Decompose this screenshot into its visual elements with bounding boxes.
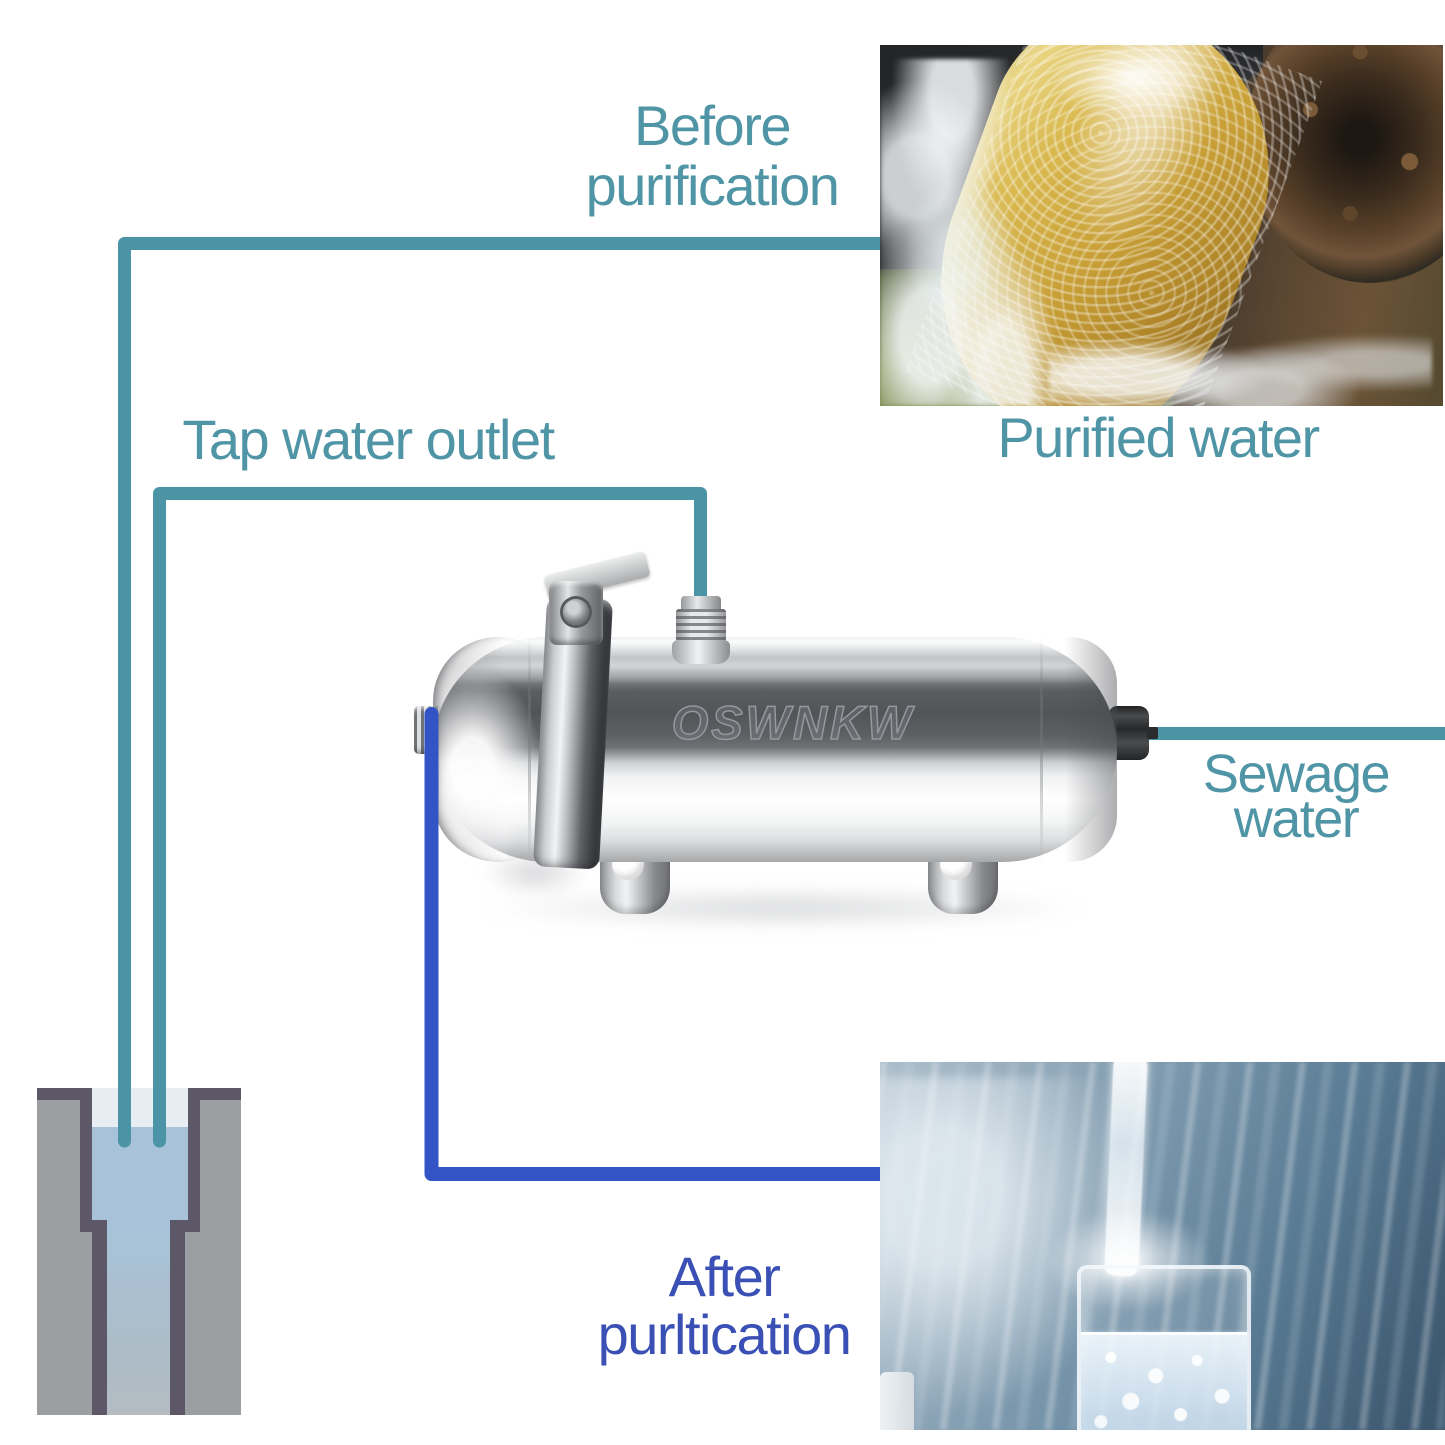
well-casing-inner-left	[92, 1220, 107, 1415]
inlet-port-threads	[676, 609, 726, 642]
well-water-column	[107, 1230, 170, 1415]
dirty-photo-rusty-flange	[1245, 45, 1443, 284]
label-sewage-water: Sewage water	[1202, 744, 1391, 849]
well-casing-outer-right	[188, 1088, 200, 1232]
label-sewage-line2: water	[1233, 789, 1360, 849]
label-tap-water-outlet: Tap water outlet	[182, 408, 555, 471]
label-before-line1: Before	[634, 94, 791, 157]
well-water-surface-strip	[92, 1088, 188, 1127]
well-diagram	[37, 1088, 241, 1415]
photo-clean-water	[880, 1062, 1445, 1430]
label-purified-water: Purified water	[997, 406, 1320, 469]
clamp-bolt	[549, 581, 603, 645]
clean-photo-glass	[1077, 1265, 1251, 1430]
dirty-photo-foam-bottom	[1048, 297, 1432, 406]
well-water-upper-basin	[92, 1127, 188, 1230]
well-casing-outer-left	[80, 1088, 92, 1232]
brand-text: OSWNKW	[671, 695, 915, 750]
label-before-line2: purification	[585, 154, 840, 217]
inlet-port-collar	[681, 596, 721, 611]
filter-inlet-port-top	[672, 596, 730, 664]
label-before-purification: Before purification	[585, 94, 840, 217]
label-sewage-line1: Sewage	[1202, 744, 1391, 804]
label-after-purification: After purltication	[597, 1245, 852, 1366]
label-after-line1: After	[668, 1245, 781, 1308]
well-casing-top-left	[37, 1088, 92, 1100]
photo-dirty-water	[880, 45, 1443, 406]
clean-photo-corner-glass	[880, 1372, 914, 1430]
well-casing-inner-right	[170, 1220, 185, 1415]
filter-dome-seam-left	[528, 637, 531, 862]
filter-dome-seam-right	[1040, 637, 1043, 862]
water-filter-product: OSWNKW	[414, 550, 1158, 931]
inlet-port-flange	[672, 640, 730, 664]
clean-photo-glass-water	[1081, 1331, 1247, 1430]
label-after-line2: purltication	[597, 1303, 852, 1366]
